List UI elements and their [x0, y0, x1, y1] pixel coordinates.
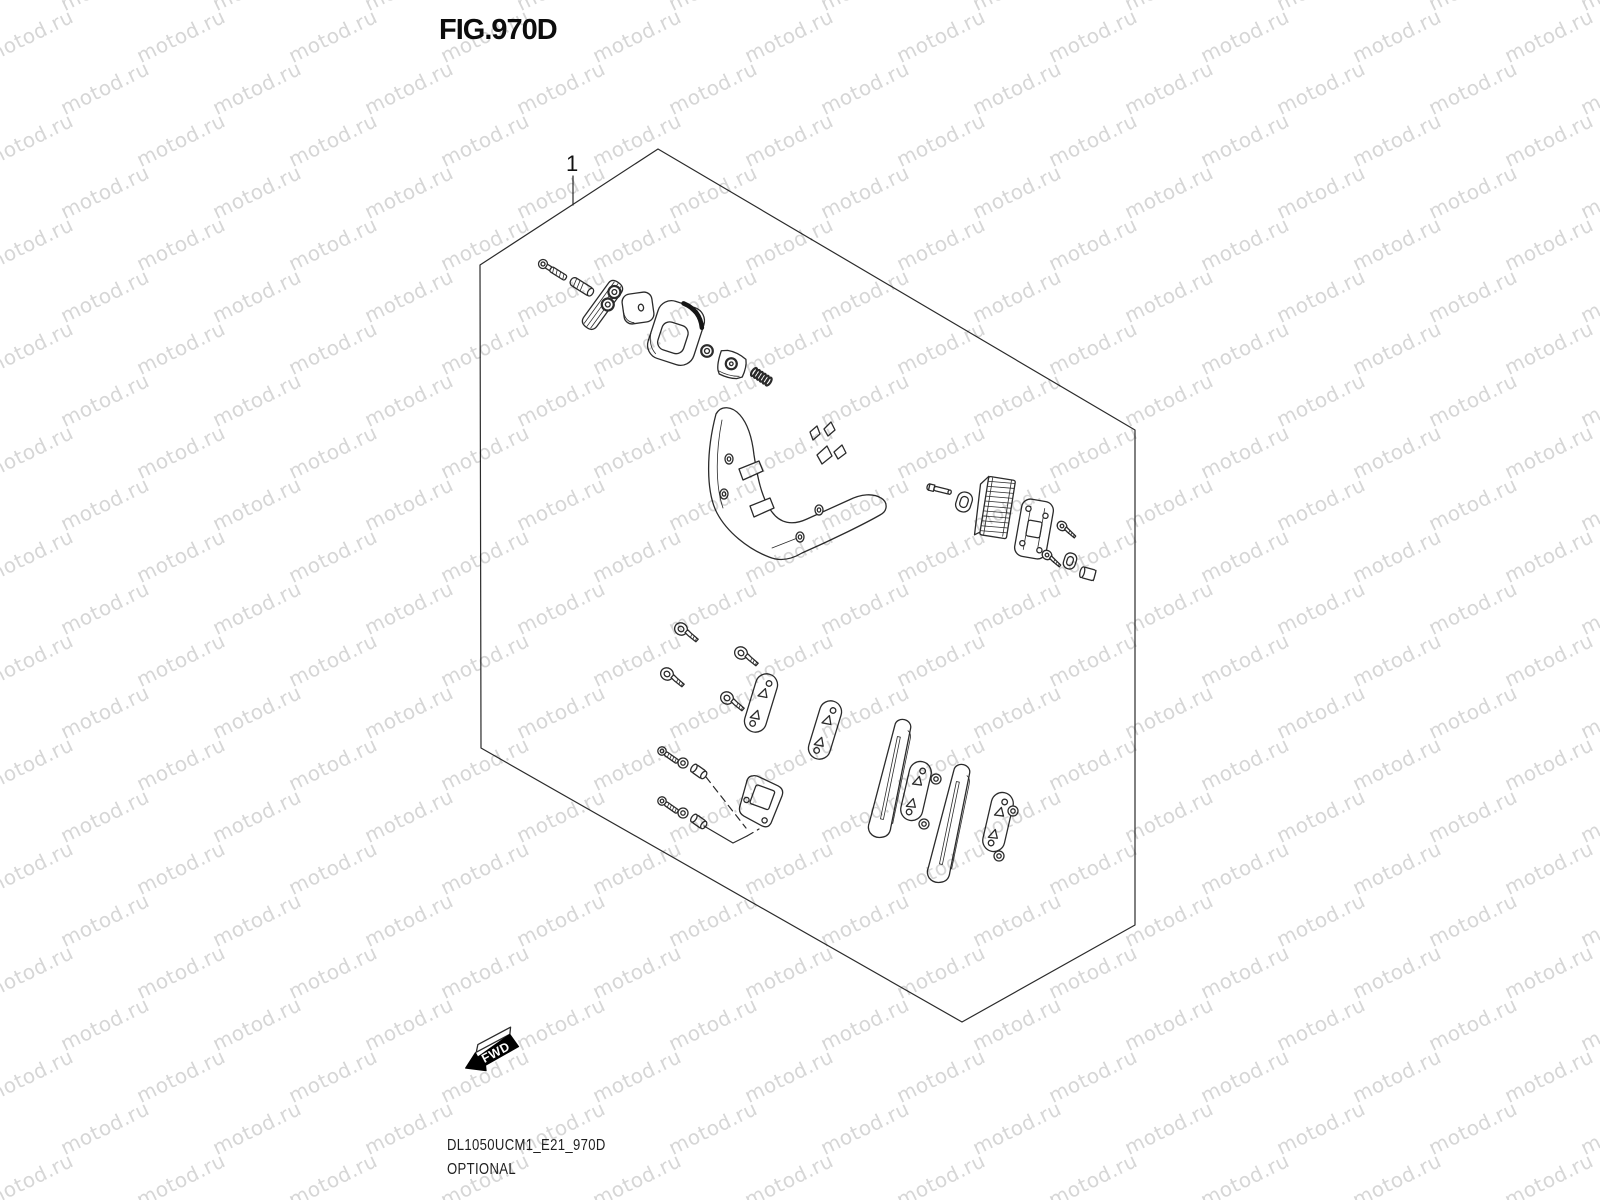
part-slide-plate	[1013, 498, 1055, 560]
part-slider-plate-1	[741, 670, 781, 736]
footer-note: OPTIONAL	[447, 1161, 516, 1178]
part-oring-2	[918, 818, 930, 830]
part-oring-4	[993, 850, 1005, 862]
part-cushion-pad	[621, 291, 655, 325]
part-collar-b1	[690, 763, 708, 780]
part-flat-screw-1	[671, 619, 702, 646]
part-shim-diamond-4	[833, 444, 847, 460]
part-flat-screw-3	[657, 664, 688, 691]
part-bolt-a	[537, 258, 568, 281]
part-oring-1	[930, 773, 942, 785]
part-shim-diamond-3	[816, 445, 833, 465]
part-flat-screw-4	[717, 688, 748, 715]
part-spacer-pin	[569, 277, 595, 297]
part-clevis-link	[581, 279, 624, 331]
part-oring-3	[1007, 805, 1019, 817]
part-boss-bracket	[717, 349, 747, 380]
part-screw-b	[1041, 549, 1062, 568]
part-grommet-a	[954, 491, 974, 513]
part-washer-b1	[677, 757, 689, 769]
part-cap-nut	[1079, 566, 1097, 582]
fwd-arrow-body	[465, 1033, 520, 1072]
part-pin-b	[926, 483, 952, 495]
part-washer-b2	[677, 807, 689, 819]
fwd-marker: FWD	[465, 1026, 520, 1072]
part-center-brace	[708, 407, 887, 561]
part-bolt-b1	[657, 746, 679, 764]
part-ribbed-cushion	[973, 475, 1016, 540]
part-spring	[749, 366, 773, 387]
part-guard-plate	[646, 300, 706, 366]
part-shim-diamond-1	[809, 425, 821, 441]
part-square-hole-bracket	[738, 774, 784, 828]
part-flat-screw-2	[731, 643, 762, 670]
part-shim-diamonds	[809, 421, 847, 465]
part-slider-plate-4	[979, 789, 1017, 855]
part-screw-a	[1056, 520, 1077, 539]
diagram-outline	[479, 148, 1136, 1023]
leader-dashed-2	[746, 828, 760, 837]
leader-solid-1	[703, 825, 748, 844]
part-shim-diamond-2	[823, 421, 836, 437]
leader-dashed-1	[705, 776, 747, 829]
part-slider-plate-2	[805, 697, 845, 763]
callout-1-label: 1	[566, 151, 578, 176]
figure-title: FIG.970D	[439, 14, 558, 46]
part-bolt-b2	[657, 796, 679, 814]
part-washer-a	[700, 344, 714, 358]
fwd-arrow-top-face	[475, 1026, 512, 1053]
footer-code: DL1050UCM1_E21_970D	[447, 1137, 606, 1154]
part-grommet-b	[1062, 552, 1078, 570]
